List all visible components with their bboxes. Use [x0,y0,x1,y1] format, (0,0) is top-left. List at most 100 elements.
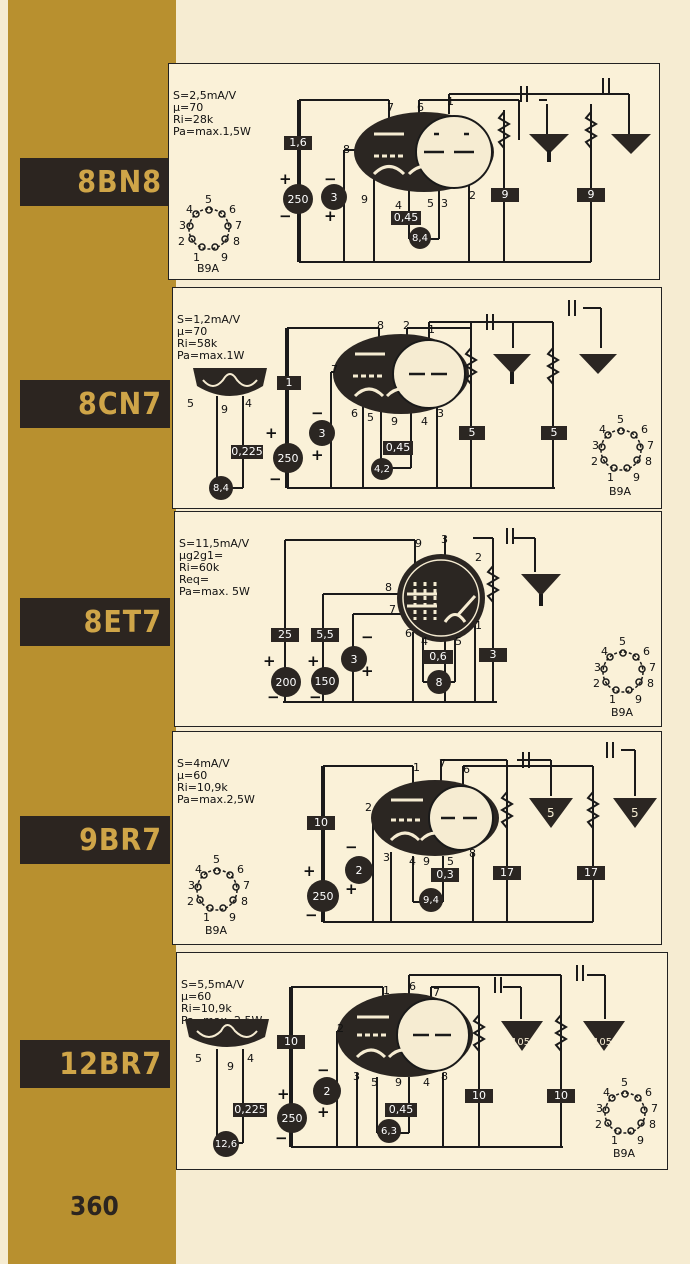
pin-label: 8 [441,1070,448,1083]
base-pin: 2 [591,455,598,468]
load-box-8cn7-b: 5 [541,426,567,440]
base-pin: 1 [193,251,200,264]
pin-label: 3 [441,197,448,210]
plus-sign: + [303,862,316,880]
plus-sign: + [361,662,374,680]
bias-circle-9br7: 2 [345,856,373,884]
base-pin: 3 [596,1102,603,1115]
pin-label: 3 [437,407,444,420]
amp-value-9br7-b: 5 [631,806,639,820]
pin-label: 1 [475,619,482,632]
pin-label: 6 [351,407,358,420]
minus-sign: − [324,170,337,188]
plus-sign: + [277,1085,290,1103]
supply-box-8et7-a: 25 [271,628,299,642]
pin-label: 2 [469,189,476,202]
base-pin: 1 [607,471,614,484]
pin-label: 9 [361,193,368,206]
supply-circle-9br7: 250 [307,880,339,912]
pin-label: 3 [353,1070,360,1083]
pin-label: 8 [469,847,476,860]
pin-label: 7 [331,363,338,376]
pin-label: 1 [383,984,390,997]
plus-sign: + [311,446,324,464]
pin-label: 9 [415,537,422,550]
base-pin: 7 [651,1102,658,1115]
base-pin: 8 [645,455,652,468]
pin-label: 4 [421,635,428,648]
pin-label: 6 [417,101,424,114]
plus-sign: + [345,880,358,898]
tube-label-8cn7: 8CN7 [20,380,170,428]
plus-sign: + [263,652,276,670]
schematic-8bn8 [186,78,651,263]
base-pin: 4 [601,645,608,658]
heater-pin: 9 [227,1060,234,1073]
heater-pin: 4 [245,397,252,410]
bias-circle-12br7: 2 [313,1077,341,1105]
heater-value-9br7: 9,4 [419,888,443,912]
base-type-9br7: B9A [205,924,228,937]
supply-box-8et7-b: 5,5 [311,628,339,642]
plus-sign: + [324,207,337,225]
minus-sign: − [345,838,358,856]
supply-circle-8et7-b: 150 [311,667,339,695]
minus-sign: − [267,688,280,706]
minus-sign: − [317,1061,330,1079]
base-type-8cn7: B9A [609,485,632,498]
load-box-12br7-b: 10 [547,1089,575,1103]
base-type-12br7: B9A [613,1147,636,1160]
amp-value-9br7-a: 5 [547,806,555,820]
base-pin: 8 [649,1118,656,1131]
tube-heater-value-8cn7: 4,2 [371,458,393,480]
pin-label: 5 [367,411,374,424]
load-box-8cn7-a: 5 [459,426,485,440]
pin-label: 8 [343,143,350,156]
pin-label: 7 [389,603,396,616]
bias-circle-8et7: 3 [341,646,367,672]
base-pin: 8 [233,235,240,248]
base-pin: 7 [243,879,250,892]
minus-sign: − [309,688,322,706]
plus-sign: + [317,1103,330,1121]
page-number: 360 [70,1192,119,1222]
supply-box-8bn8: 1,6 [284,136,312,150]
pin-label: 3 [441,533,448,546]
pin-label: 7 [387,101,394,114]
pin-label: 8 [385,581,392,594]
base-type-8et7: B9A [611,706,634,719]
tube-label-12br7: 12BR7 [20,1040,170,1088]
plus-sign: + [265,424,278,442]
heater-value-8cn7: 8,4 [209,476,233,500]
tube-heater-resistor-12br7: 0,45 [385,1103,417,1117]
heater-pin: 5 [187,397,194,410]
base-pin: 5 [205,193,212,206]
base-pin: 3 [179,219,186,232]
tube-label-9br7: 9BR7 [20,816,170,864]
base-pin: 7 [647,439,654,452]
bias-circle-8bn8: 3 [321,184,347,210]
base-type-8bn8: B9A [197,262,220,275]
base-pin: 2 [593,677,600,690]
base-pin: 1 [203,911,210,924]
heater-pin: 4 [247,1052,254,1065]
schematic-8et7 [283,528,646,703]
minus-sign: − [305,906,318,924]
schematic-8cn7 [193,300,644,489]
pin-label: 3 [383,851,390,864]
supply-box-9br7: 10 [307,816,335,830]
base-pin: 1 [611,1134,618,1147]
base-pin: 3 [594,661,601,674]
pin-label: 9 [391,415,398,428]
plus-sign: + [307,652,320,670]
base-pin: 6 [237,863,244,876]
heater-resistor-8et7: 0,6 [423,650,453,664]
pin-label: 4 [423,1076,430,1089]
pin-label: 2 [365,801,372,814]
